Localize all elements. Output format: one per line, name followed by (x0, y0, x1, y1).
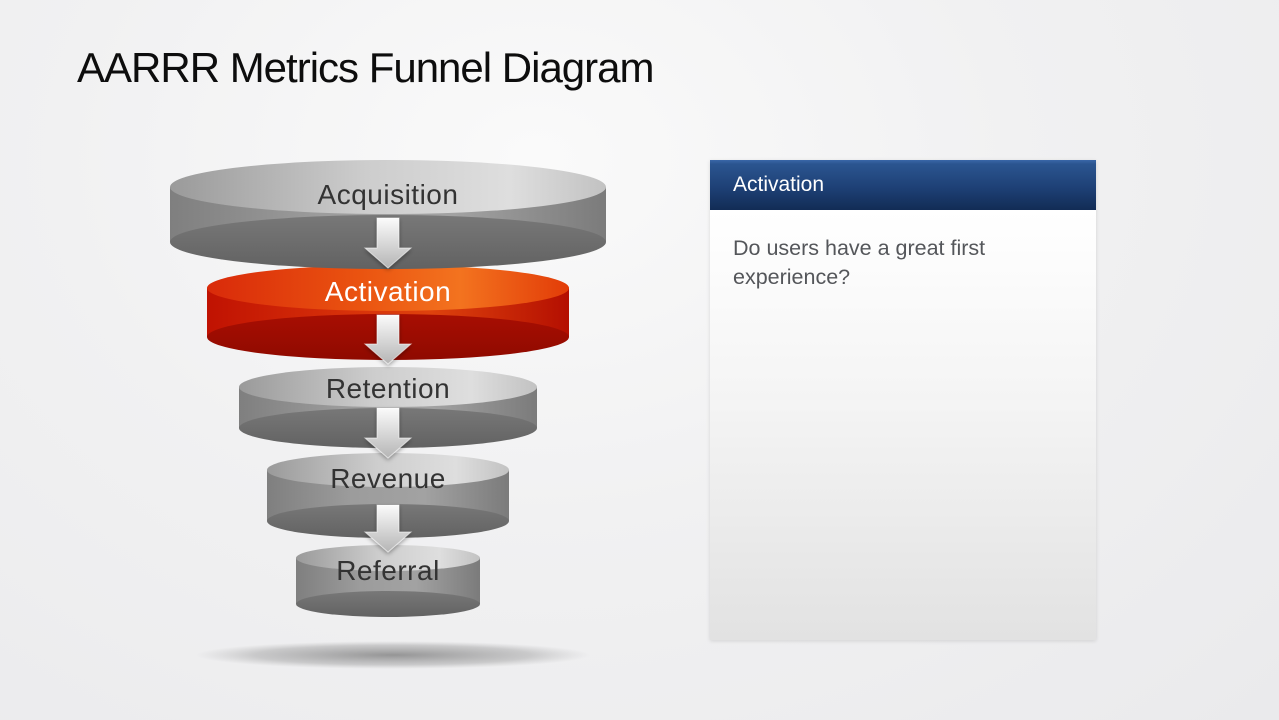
cylinder-top-cap (239, 367, 537, 407)
stage-label-revenue: Revenue (330, 463, 446, 494)
down-arrow-icon (363, 314, 413, 365)
down-arrow-icon (363, 407, 413, 459)
cylinder-top-cap (267, 453, 509, 487)
funnel-svg: Referral Revenue Retention Ac (170, 160, 606, 669)
down-arrow-icon (363, 217, 413, 269)
cylinder-top-cap (207, 265, 569, 311)
funnel-stage-revenue[interactable]: Revenue (267, 453, 509, 538)
slide-title: AARRR Metrics Funnel Diagram (77, 44, 654, 91)
funnel-diagram: Referral Revenue Retention Ac (130, 140, 670, 690)
funnel-floor-shadow (196, 641, 590, 669)
detail-panel-header[interactable]: Activation (710, 160, 1096, 210)
down-arrow-icon (363, 504, 413, 553)
stage-label-retention: Retention (326, 373, 450, 404)
stage-label-referral: Referral (336, 555, 440, 586)
detail-panel-body: Do users have a great first experience? (710, 210, 1096, 640)
cylinder-top-cap (296, 545, 480, 571)
cylinder-top-cap (170, 160, 606, 214)
stage-label-activation: Activation (325, 276, 451, 307)
funnel-stage-referral[interactable]: Referral (296, 545, 480, 617)
stage-question-text: Do users have a great first experience? (733, 236, 986, 289)
stage-detail-panel: Activation Do users have a great first e… (710, 160, 1096, 640)
funnel-stage-acquisition[interactable]: Acquisition (170, 160, 606, 269)
stage-label-acquisition: Acquisition (318, 179, 459, 210)
funnel-stage-retention[interactable]: Retention (239, 367, 537, 448)
cylinder-bottom-rim (296, 591, 480, 617)
